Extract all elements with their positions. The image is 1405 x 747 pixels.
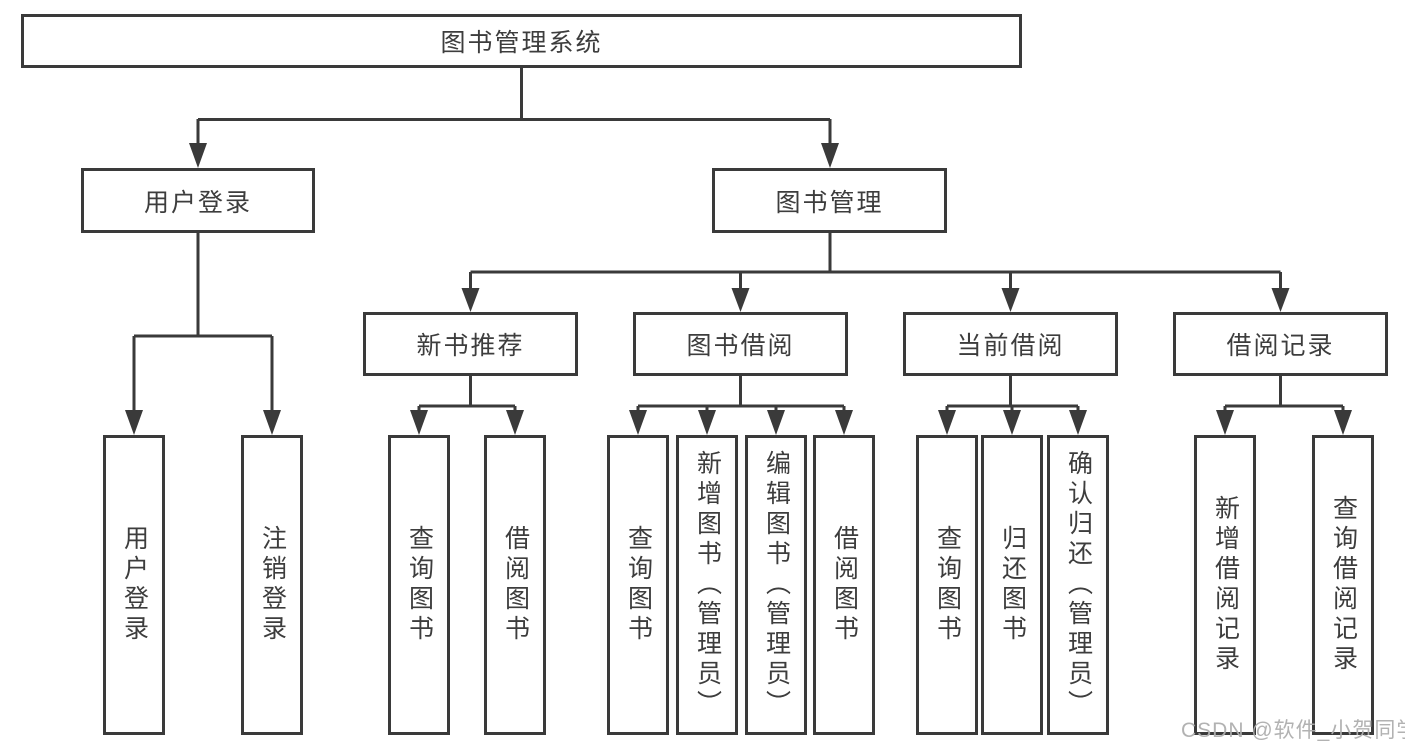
node-borrowing-records: 借阅记录 [1173,312,1388,376]
leaf-label: 查询借阅记录 [1329,495,1358,675]
leaf-query-borrow-record: 查询借阅记录 [1312,435,1374,735]
node-label: 当前借阅 [956,332,1065,360]
leaf-label: 借阅图书 [830,525,859,645]
leaf-confirm-return-admin: 确认归还（管理员） [1047,435,1109,735]
leaf-logout-login: 注销登录 [241,435,303,735]
node-library-management-system: 图书管理系统 [21,14,1022,68]
node-label: 借阅记录 [1226,332,1335,360]
node-book-management: 图书管理 [712,168,947,233]
leaf-query-books-recommend: 查询图书 [388,435,450,735]
node-label: 用户登录 [143,188,252,217]
node-label: 新书推荐 [416,332,525,360]
node-label: 图书借阅 [686,332,795,360]
leaf-label: 新增借阅记录 [1211,495,1240,675]
leaf-return-books: 归还图书 [981,435,1043,735]
node-new-book-recommendation: 新书推荐 [363,312,578,376]
leaf-user-login: 用户登录 [103,435,165,735]
leaf-label: 新增图书（管理员） [693,450,722,720]
leaf-label: 查询图书 [405,525,434,645]
leaf-label: 借阅图书 [501,525,530,645]
node-book-borrowing: 图书借阅 [633,312,848,376]
arrowheads [125,143,1352,435]
leaf-borrow-books-borrowing: 借阅图书 [813,435,875,735]
leaf-borrow-books-recommend: 借阅图书 [484,435,546,735]
leaf-label: 查询图书 [933,525,962,645]
node-label: 图书管理系统 [440,29,603,57]
leaf-query-books-borrowing: 查询图书 [607,435,669,735]
leaf-label: 用户登录 [120,525,149,645]
leaf-add-books-admin: 新增图书（管理员） [676,435,738,735]
leaf-query-books-current: 查询图书 [916,435,978,735]
leaf-edit-books-admin: 编辑图书（管理员） [745,435,807,735]
leaf-label: 查询图书 [624,525,653,645]
leaf-label: 归还图书 [998,525,1027,645]
leaf-label: 编辑图书（管理员） [762,450,791,720]
node-label: 图书管理 [775,188,884,217]
csdn-watermark: CSDN @软件_小贺同学 [1181,719,1405,742]
node-current-borrowing: 当前借阅 [903,312,1118,376]
leaf-label: 注销登录 [258,525,287,645]
node-user-login: 用户登录 [81,168,315,233]
leaf-label: 确认归还（管理员） [1064,450,1093,720]
leaf-add-borrow-record: 新增借阅记录 [1194,435,1256,735]
